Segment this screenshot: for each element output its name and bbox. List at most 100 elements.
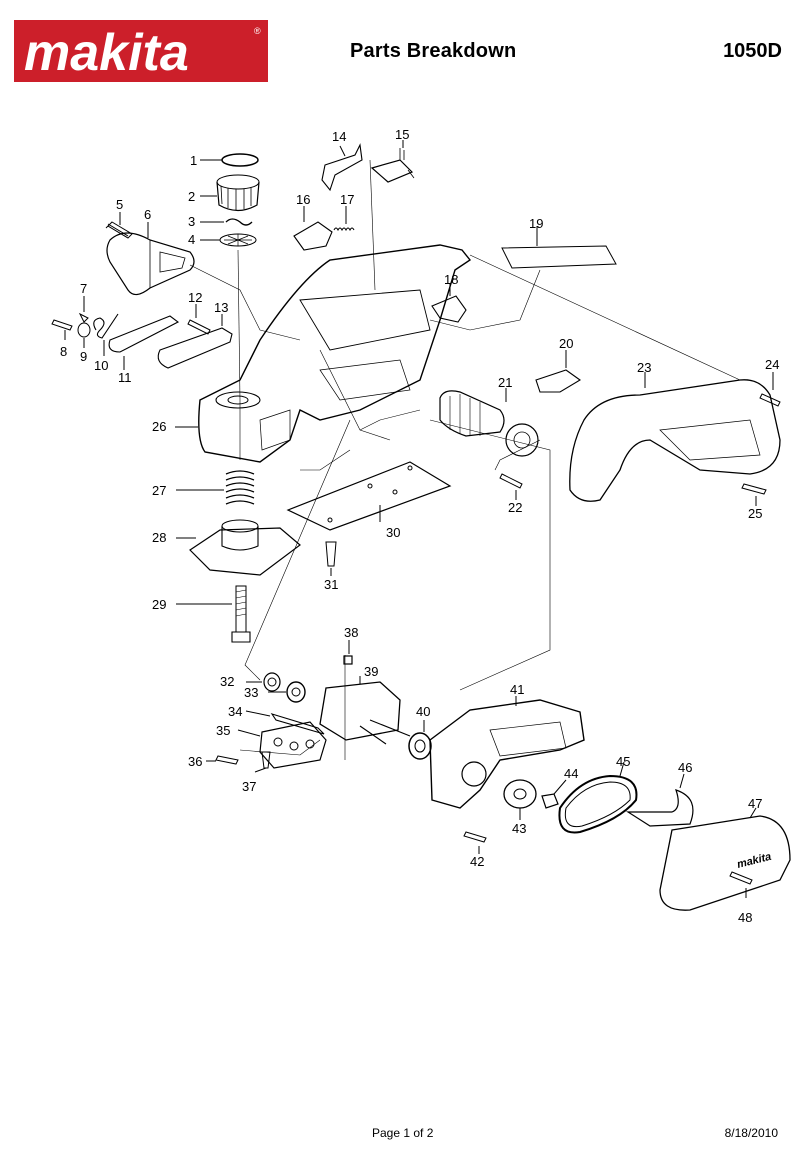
part-36-screw — [206, 755, 239, 765]
callout-26: 26 — [152, 419, 166, 434]
callout-25: 25 — [748, 506, 762, 521]
callout-23: 23 — [637, 360, 651, 375]
exploded-parts-diagram: makita 1 2 3 4 5 6 7 8 9 10 11 12 13 14 … — [51, 127, 791, 925]
callout-12: 12 — [188, 290, 202, 305]
part-7-pin — [78, 296, 89, 323]
callout-4: 4 — [188, 232, 195, 247]
part-19-name-plate — [501, 226, 617, 269]
callout-31: 31 — [324, 577, 338, 592]
callout-29: 29 — [152, 597, 166, 612]
callout-48: 48 — [738, 910, 752, 925]
part-35-blade-holder — [237, 721, 327, 769]
callout-38: 38 — [344, 625, 358, 640]
page-number: Page 1 of 2 — [372, 1126, 434, 1140]
callout-13: 13 — [214, 300, 228, 315]
part-45-drive-belt — [558, 761, 638, 834]
part-47-belt-cover: makita — [659, 807, 791, 911]
callout-37: 37 — [242, 779, 256, 794]
part-23-handle-cover — [569, 372, 781, 502]
part-22-screw — [499, 473, 523, 500]
makita-logo: makita ® — [14, 20, 268, 82]
callout-47: 47 — [748, 796, 762, 811]
part-38-nut — [343, 640, 353, 665]
logo-background — [14, 20, 268, 82]
callout-19: 19 — [529, 216, 543, 231]
callout-18: 18 — [444, 272, 458, 287]
part-27-spring — [176, 470, 255, 505]
callout-24: 24 — [765, 357, 779, 372]
assembly-guide-lines — [189, 159, 741, 760]
part-28-front-base — [176, 519, 301, 576]
part-12-pin — [187, 304, 211, 335]
part-16-switch-lever — [293, 206, 333, 251]
part-20-brush-cap — [535, 350, 582, 393]
callout-39: 39 — [364, 664, 378, 679]
callout-20: 20 — [559, 336, 573, 351]
part-42-screw — [463, 831, 487, 854]
callout-40: 40 — [416, 704, 430, 719]
part-29-bolt — [176, 585, 251, 643]
callout-17: 17 — [340, 192, 354, 207]
part-39-drum — [319, 676, 411, 745]
callout-15: 15 — [395, 127, 409, 142]
part-34-blade — [245, 710, 325, 735]
part-15-switch — [370, 140, 415, 183]
part-5-screw — [105, 212, 133, 239]
callout-1: 1 — [190, 153, 197, 168]
callout-11: 11 — [118, 370, 132, 385]
page-title: Parts Breakdown — [350, 40, 517, 62]
part-24-screw — [759, 372, 781, 407]
part-41-gear-housing — [429, 696, 585, 809]
part-40-bearing — [408, 720, 432, 760]
part-8-screw — [51, 319, 73, 340]
part-26-motor-housing — [175, 244, 472, 463]
part-1-retaining-ring — [200, 153, 259, 167]
callout-30: 30 — [386, 525, 400, 540]
callout-8: 8 — [60, 344, 67, 359]
callout-2: 2 — [188, 189, 195, 204]
part-46-belt-guide — [625, 773, 694, 827]
part-11-lever — [108, 315, 180, 370]
callout-3: 3 — [188, 214, 195, 229]
callout-33: 33 — [244, 685, 258, 700]
callout-labels: 1 2 3 4 5 6 7 8 9 10 11 12 13 14 15 16 1… — [60, 127, 779, 925]
callout-44: 44 — [564, 766, 578, 781]
callout-9: 9 — [80, 349, 87, 364]
model-number: 1050D — [723, 40, 782, 62]
part-9-collar — [77, 322, 91, 348]
callout-16: 16 — [296, 192, 310, 207]
part-33-bearing — [268, 681, 306, 703]
callout-7: 7 — [80, 281, 87, 296]
callout-46: 46 — [678, 760, 692, 775]
part-17-compression-spring — [333, 206, 355, 232]
part-10-torsion-spring — [93, 313, 119, 356]
logo-wordmark: makita — [24, 24, 189, 82]
callout-5: 5 — [116, 197, 123, 212]
part-31-screw — [325, 541, 337, 576]
callout-32: 32 — [220, 674, 234, 689]
part-44-nut — [541, 779, 567, 809]
callout-34: 34 — [228, 704, 242, 719]
part-21-armature — [439, 388, 539, 457]
callout-10: 10 — [94, 358, 108, 373]
part-14-plate — [321, 143, 363, 192]
belt-cover-logo: makita — [736, 851, 773, 871]
part-32-bearing — [246, 672, 281, 692]
callout-41: 41 — [510, 682, 524, 697]
part-2-depth-knob — [200, 174, 260, 212]
callout-6: 6 — [144, 207, 151, 222]
callout-35: 35 — [216, 723, 230, 738]
logo-registered-mark: ® — [254, 26, 261, 36]
callout-45: 45 — [616, 754, 630, 769]
part-3-spring-clip — [200, 218, 253, 226]
part-6-front-cover — [106, 222, 195, 296]
callout-28: 28 — [152, 530, 166, 545]
part-43-pulley — [503, 779, 537, 820]
print-date: 8/18/2010 — [724, 1126, 778, 1140]
part-48-screw — [729, 871, 753, 898]
callout-27: 27 — [152, 483, 166, 498]
part-4-click-plate — [200, 233, 257, 247]
part-37-screw — [254, 751, 271, 773]
callout-21: 21 — [498, 375, 512, 390]
callout-36: 36 — [188, 754, 202, 769]
